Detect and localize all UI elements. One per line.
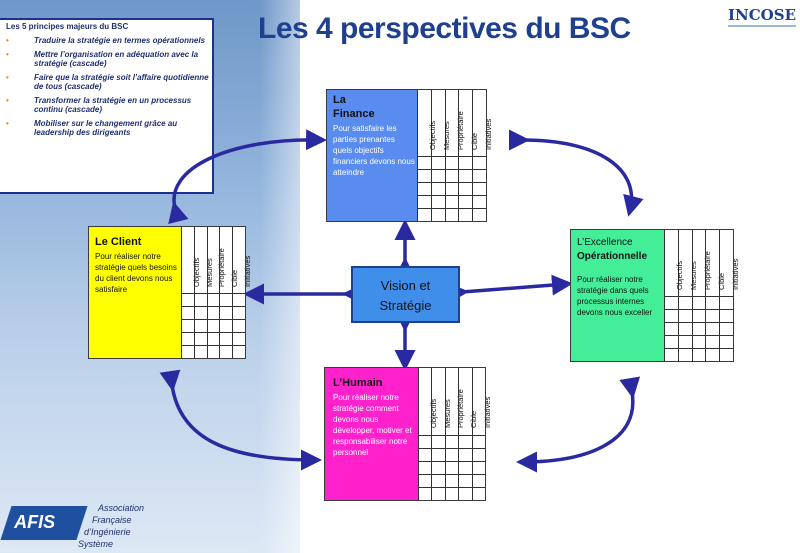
excellence-title-line2: Opérationnelle — [577, 251, 648, 262]
column-label: Initiatives — [243, 255, 253, 287]
vision-line1: Vision et — [380, 278, 431, 293]
incose-logo: INCOSE — [728, 6, 796, 36]
bullet-icon: • — [6, 119, 9, 128]
principles-list: •Traduire la stratégie en termes opérati… — [4, 36, 212, 142]
bullet-icon: • — [6, 96, 9, 105]
arrow-excellence-humain — [516, 376, 641, 473]
list-item: •Mobiliser sur le changement grâce au le… — [6, 119, 178, 137]
bullet-icon: • — [6, 50, 9, 59]
bullet-icon: • — [6, 36, 9, 45]
page-title: Les 4 perspectives du BSC — [258, 12, 631, 45]
finance-title-line1: La — [333, 94, 346, 106]
finance-description: Pour satisfaire les parties prenantes qu… — [333, 124, 415, 177]
finance-title-line2: Finance — [333, 108, 375, 120]
excellence-title-line1: L’Excellence — [577, 237, 633, 248]
afis-badge: AFIS — [0, 506, 88, 540]
vision-strategy-box: Vision et Stratégie — [351, 266, 460, 323]
excellence-table: Objectifs Mesures Propriétaire Cible Ini… — [664, 230, 740, 361]
column-label: Initiatives — [730, 258, 740, 290]
arrow-vision-excellence — [447, 274, 573, 304]
humain-perspective-box: L’Humain Pour réaliser notre stratégie c… — [324, 367, 492, 501]
column-label: Initiatives — [483, 118, 493, 150]
excellence-description: Pour réaliser notre stratégie dans quels… — [577, 275, 653, 317]
arrow-finance-excellence — [508, 129, 644, 217]
afis-logo: AFIS Association Française d’Ingénierie … — [0, 500, 160, 553]
afis-caption: Association Française d’Ingénierie Systè… — [78, 503, 145, 549]
humain-description: Pour réaliser notre stratégie comment de… — [333, 393, 412, 457]
column-label: Initiatives — [482, 396, 492, 428]
finance-table: Objectifs Mesures Propriétaire Cible Ini… — [417, 90, 493, 221]
excellence-perspective-box: L’Excellence Opérationnelle Pour réalise… — [570, 229, 740, 362]
client-table: Objectifs Mesures Propriétaire Cible Ini… — [181, 227, 252, 358]
arrow-client-humain — [159, 369, 322, 471]
principles-title: Les 5 principes majeurs du BSC — [6, 22, 129, 31]
list-item: •Traduire la stratégie en termes opérati… — [6, 36, 206, 45]
humain-title: L’Humain — [333, 377, 383, 389]
incose-logo-text: INCOSE — [728, 6, 796, 24]
humain-table: Objectifs Mesures Propriétaire Cible Ini… — [418, 368, 492, 500]
finance-perspective-box: La Finance Pour satisfaire les parties p… — [326, 89, 493, 222]
vision-line2: Stratégie — [379, 298, 432, 313]
arrow-client-finance — [168, 129, 327, 225]
list-item: •Transformer la stratégie en un processu… — [6, 96, 192, 114]
bullet-icon: • — [6, 73, 9, 82]
list-item: •Faire que la stratégie soit l’affaire q… — [6, 73, 209, 91]
list-item: •Mettre l’organisation en adéquation ave… — [6, 50, 199, 68]
client-perspective-box: Le Client Pour réaliser notre stratégie … — [88, 226, 252, 359]
client-description: Pour réaliser notre stratégie quels beso… — [95, 252, 177, 294]
client-title: Le Client — [95, 236, 142, 248]
